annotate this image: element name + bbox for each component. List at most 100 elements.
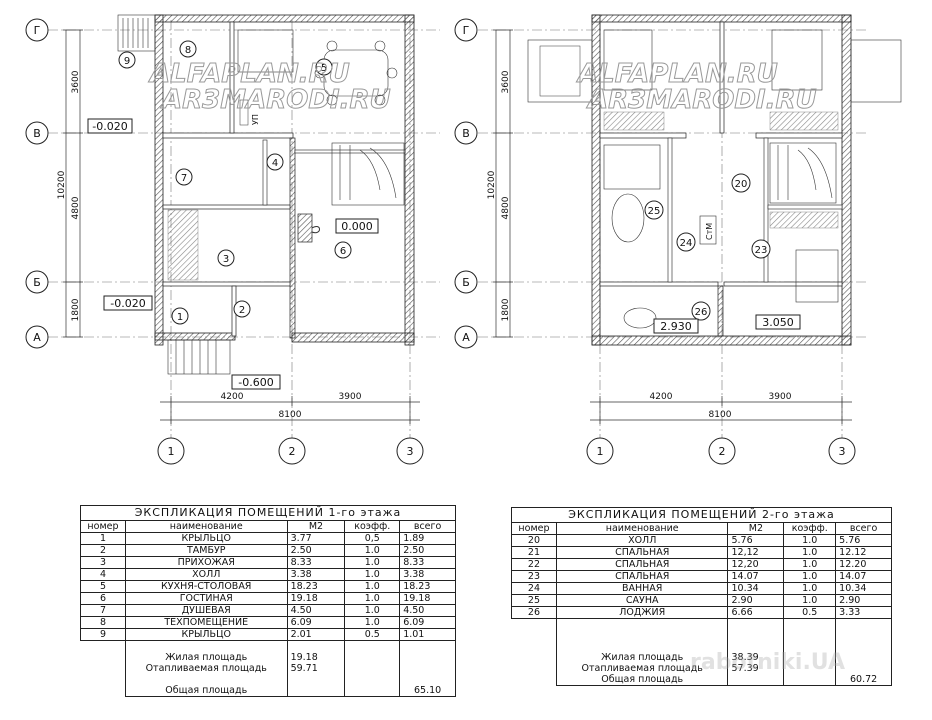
coef-cell: 1.0 xyxy=(344,592,401,605)
stove-area xyxy=(237,29,294,73)
total-cell: 1.01 xyxy=(399,628,456,641)
axis-label-row: Г xyxy=(463,24,470,37)
axis-bubbles-cols: 1 2 3 xyxy=(157,437,424,465)
level-marks: -0.020 0.000 -0.020 -0.600 xyxy=(87,118,379,390)
coef-cell: 1.0 xyxy=(783,534,837,547)
coef-cell: 1.0 xyxy=(783,582,837,595)
living-area-value: 19.18 xyxy=(286,652,346,663)
total-cell: 3.33 xyxy=(835,606,892,619)
room-number-cell: 9 xyxy=(80,628,126,641)
total-cell: 12.12 xyxy=(835,546,892,559)
axis-label-col: 3 xyxy=(839,445,846,458)
area-cell: 3.77 xyxy=(286,532,346,545)
total-cell: 19.18 xyxy=(399,592,456,605)
col-header: М2 xyxy=(727,522,785,535)
col-header: коэфф. xyxy=(783,522,837,535)
axis-bubbles-cols-2: 1 2 3 xyxy=(586,437,856,465)
room-number: 6 xyxy=(340,246,346,257)
room-name-cell: ЛОДЖИЯ xyxy=(555,606,729,619)
area-cell: 6.66 xyxy=(727,606,785,619)
axis-label-row: Г xyxy=(34,24,41,37)
total-cell: 2.90 xyxy=(835,594,892,607)
col-header: М2 xyxy=(286,520,346,533)
dimension-lines-left xyxy=(63,29,83,338)
room-number-cell: 1 xyxy=(80,532,126,545)
watermark-text: ALFAPLAN.RU xyxy=(576,59,778,89)
washer-label: СтМ xyxy=(705,223,714,240)
dim-text: 4800 xyxy=(71,196,81,219)
axis-label-col: 3 xyxy=(407,445,414,458)
room-number: 8 xyxy=(185,45,191,56)
dimension-lines-left-2 xyxy=(493,29,513,338)
floor-plans-drawing: Г В Б А 1 2 3 3600 4800 1800 10200 xyxy=(25,14,902,465)
fireplace xyxy=(297,213,313,243)
area-cell: 3.38 xyxy=(286,568,346,581)
staircase-2 xyxy=(769,142,837,204)
watermark-text: AR3MARODI.RU xyxy=(160,85,391,115)
area-cell: 5.76 xyxy=(727,534,785,547)
total-area-label: Общая площадь xyxy=(555,674,729,686)
axis-label-col: 2 xyxy=(719,445,726,458)
total-area-value: 65.10 xyxy=(399,685,456,697)
coef-cell: 1.0 xyxy=(783,546,837,559)
dim-text: 4200 xyxy=(221,392,244,402)
balcony-right xyxy=(850,39,902,103)
room-name-cell: СПАЛЬНАЯ xyxy=(555,570,729,583)
room-number-cell: 22 xyxy=(511,558,557,571)
coef-cell: 0.5 xyxy=(344,628,401,641)
room-number-cell: 2 xyxy=(80,544,126,557)
total-cell: 6.09 xyxy=(399,616,456,629)
sauna-bench xyxy=(603,144,661,190)
plan-second-floor: Г В Б А 1 2 3 3600 4800 1800 10200 xyxy=(454,14,902,465)
room-name-cell: СПАЛЬНАЯ xyxy=(555,558,729,571)
axis-label-col: 1 xyxy=(597,445,604,458)
axis-bubbles-rows: Г В Б А xyxy=(25,18,49,349)
explication-table-floor-2: ЭКСПЛИКАЦИЯ ПОМЕЩЕНИЙ 2-го этажа номер н… xyxy=(511,507,892,686)
dim-text: 3600 xyxy=(501,70,511,93)
col-header: наименование xyxy=(124,520,288,533)
axis-label-row: В xyxy=(462,127,470,140)
dim-text: 3900 xyxy=(769,392,792,402)
watermark-text: ALFAPLAN.RU xyxy=(148,59,350,89)
room-number-cell: 4 xyxy=(80,568,126,581)
coef-cell: 1.0 xyxy=(344,556,401,569)
room-number-cell: 5 xyxy=(80,580,126,593)
room-number: 9 xyxy=(124,56,130,67)
coef-cell: 1.0 xyxy=(344,544,401,557)
table-title: ЭКСПЛИКАЦИЯ ПОМЕЩЕНИЙ 2-го этажа xyxy=(511,507,892,523)
room-name-cell: КРЫЛЬЦО xyxy=(124,532,288,545)
level-text: 0.000 xyxy=(341,220,373,233)
dimension-lines-bottom-2 xyxy=(590,396,852,424)
col-header: наименование xyxy=(555,522,729,535)
dim-text: 3600 xyxy=(71,70,81,93)
level-marks-2: 2.930 3.050 xyxy=(653,314,801,334)
level-text: 3.050 xyxy=(762,316,794,329)
dim-text: 10200 xyxy=(57,170,67,199)
total-cell: 2.50 xyxy=(399,544,456,557)
staircase xyxy=(331,142,405,206)
room-number: 26 xyxy=(695,307,708,318)
coef-cell: 1.0 xyxy=(783,594,837,607)
coef-cell: 1.0 xyxy=(344,616,401,629)
total-cell: 4.50 xyxy=(399,604,456,617)
dim-text: 1800 xyxy=(71,298,81,321)
room-name-cell: ВАННАЯ xyxy=(555,582,729,595)
total-cell: 3.38 xyxy=(399,568,456,581)
room-number: 24 xyxy=(680,238,693,249)
dim-text: 10200 xyxy=(487,170,497,199)
room-name-cell: КУХНЯ-СТОЛОВАЯ xyxy=(124,580,288,593)
area-cell: 2.50 xyxy=(286,544,346,557)
room-number: 7 xyxy=(181,173,187,184)
room-name-cell: ТАМБУР xyxy=(124,544,288,557)
room-name-cell: СПАЛЬНАЯ xyxy=(555,546,729,559)
